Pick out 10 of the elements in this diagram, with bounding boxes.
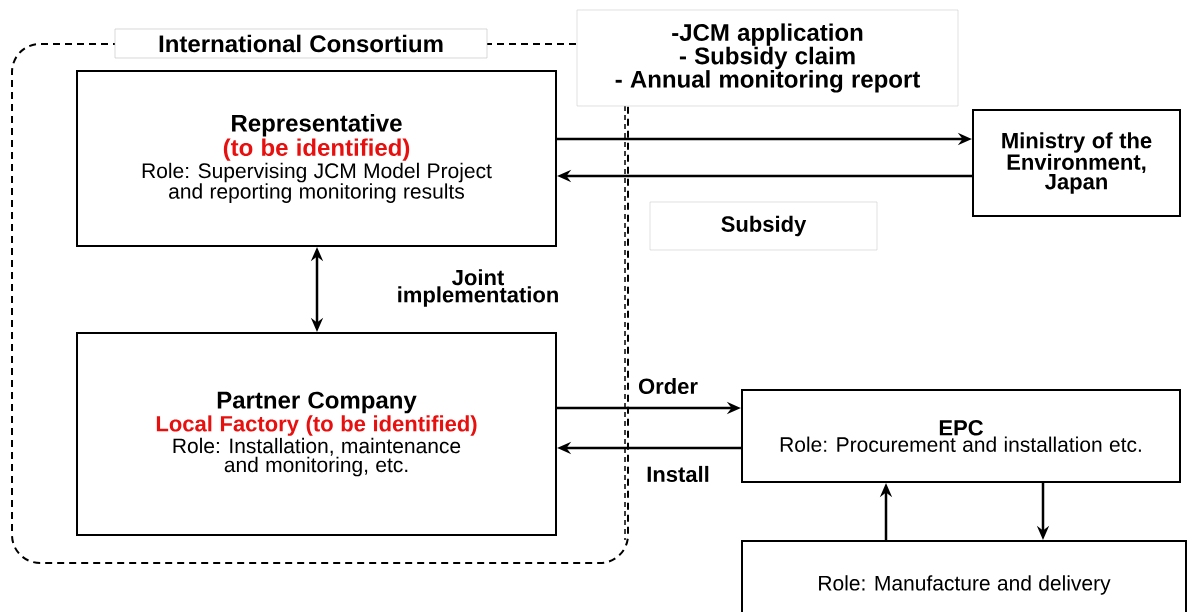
box: Representative (to be identified) Role: Supervising JCM Model Project and reporting monitoring results <box>76 70 557 247</box>
box: Partner Company Local Factory (to be identified) Role: Installation, maintenance and monitoring, etc. <box>76 332 557 536</box>
edge-label: Joint implementation <box>398 269 558 307</box>
box: Role: Manufacture and delivery <box>741 540 1187 612</box>
note-box: Subsidy <box>649 201 878 251</box>
box: EPC Role: Procurement and installation etc. <box>741 389 1181 483</box>
edge-label: Order <box>638 377 698 395</box>
edge-label: Install <box>647 465 709 483</box>
note-box: -JCM application - Subsidy claim - Annual monitoring report <box>576 9 959 107</box>
box: Ministry of the Environment, Japan <box>972 109 1181 217</box>
